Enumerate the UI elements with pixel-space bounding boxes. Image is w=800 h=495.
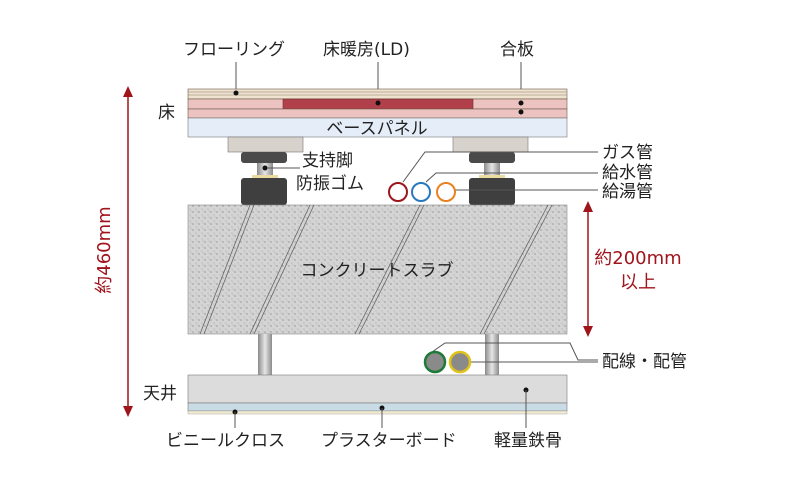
label-wiring: 配線・配管 (602, 352, 687, 372)
label-slab-thickness: 約200mm (594, 248, 681, 269)
label-hot-water-pipe: 給湯管 (602, 182, 653, 202)
label-slab-thickness-min: 以上 (620, 272, 656, 293)
slab-thickness-arrow (583, 201, 593, 337)
vinyl-cloth (187, 410, 568, 415)
total-height-arrow (123, 86, 133, 417)
ceiling-steel-frame (187, 374, 568, 404)
label-rubber: 防振ゴム (296, 173, 364, 194)
label-flooring: フローリング (183, 40, 285, 60)
label-gas-pipe: ガス管 (602, 143, 653, 163)
label-water-pipe: 給水管 (602, 163, 653, 183)
hot-water-pipe (436, 182, 456, 202)
base-panel (187, 117, 568, 138)
support-leg-right (452, 136, 529, 205)
plaster-board (187, 402, 568, 412)
support-leg-left (227, 136, 304, 205)
wiring-pipe-yellow (448, 350, 472, 374)
label-support-leg: 支持脚 (302, 151, 353, 171)
label-base-panel: ベースパネル (326, 119, 427, 139)
label-floor: 床 (158, 103, 175, 123)
label-plywood: 合板 (500, 40, 534, 60)
hanger-rod-left (258, 334, 272, 375)
label-ceiling: 天井 (143, 384, 177, 404)
plywood-lower (187, 108, 568, 119)
concrete-slab (187, 204, 568, 335)
label-steel-frame: 軽量鉄骨 (494, 431, 562, 451)
flooring-layer (187, 88, 568, 100)
label-total-height: 約460mm (94, 206, 115, 293)
label-floor-heating: 床暖房(LD) (323, 40, 410, 60)
label-slab: コンクリートスラブ (301, 260, 454, 281)
label-vinyl-cloth: ビニールクロス (166, 431, 285, 451)
label-plaster-board: プラスターボード (321, 431, 457, 451)
wiring-pipe-green (423, 350, 447, 374)
gas-pipe (388, 182, 408, 202)
hanger-rod-right (485, 334, 499, 375)
water-pipe (411, 182, 431, 202)
